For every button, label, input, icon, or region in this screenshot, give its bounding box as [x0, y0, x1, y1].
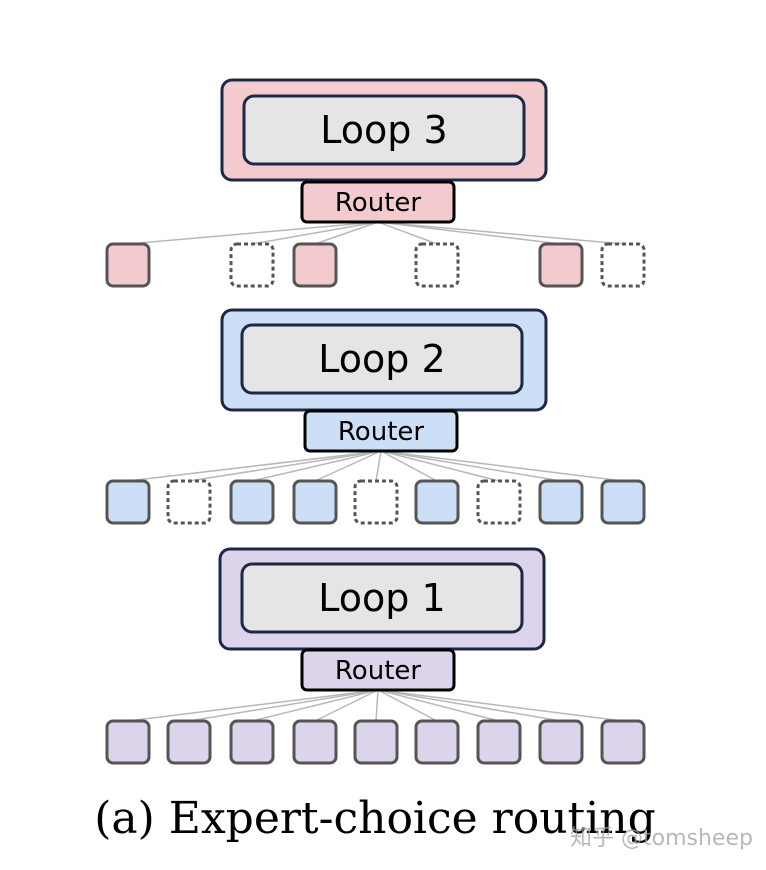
- loop3-link-line: [377, 221, 624, 245]
- loop2-token-selected: [414, 479, 460, 525]
- loop1-token-selected: [105, 719, 151, 765]
- loop1-link-line: [251, 689, 379, 722]
- loop1-token-selected: [600, 719, 646, 765]
- loop1-link-line: [377, 689, 624, 722]
- loop2-link-line: [380, 450, 624, 482]
- loop1-router-box: [300, 648, 456, 692]
- figure-caption: (a) Expert-choice routing: [0, 793, 766, 844]
- loop2-token-selected: [600, 479, 646, 525]
- loop2-link-line: [380, 450, 438, 482]
- loop2-token-selected: [292, 479, 338, 525]
- loop2-token-skipped: [166, 479, 212, 525]
- loop3-router-box: [300, 180, 456, 224]
- loop1-token-selected: [166, 719, 212, 765]
- loop1-token-selected: [476, 719, 522, 765]
- loop2-token-skipped: [353, 479, 399, 525]
- loop1-inner-box: [240, 562, 524, 634]
- loop3-link-line: [377, 221, 438, 245]
- loop1-link-line: [188, 689, 379, 722]
- loop1-token-selected: [538, 719, 584, 765]
- loop3-token-skipped: [600, 242, 646, 288]
- loop2-link-line: [251, 450, 382, 482]
- loop2-link-line: [188, 450, 382, 482]
- loop1-token-selected: [414, 719, 460, 765]
- loop3-link-line: [314, 221, 379, 245]
- loop2-link-line: [314, 450, 382, 482]
- loop2-router-box: [303, 409, 459, 453]
- loop2-token-selected: [538, 479, 584, 525]
- loop1-token-selected: [353, 719, 399, 765]
- loop3-token-skipped: [229, 242, 275, 288]
- loop3-link-line: [127, 221, 379, 245]
- loop1-router-label: Router: [335, 656, 421, 686]
- loop3-token-selected: [292, 242, 338, 288]
- loop1-link-line: [377, 689, 438, 722]
- loop3-link-line: [377, 221, 562, 245]
- loop3-link-line: [251, 221, 379, 245]
- loop1-link-line: [127, 689, 379, 722]
- loop3-token-skipped: [414, 242, 460, 288]
- loop1-token-selected: [292, 719, 338, 765]
- loop1-label: Loop 1: [318, 576, 445, 620]
- loop2-label: Loop 2: [318, 337, 445, 381]
- loop3-token-selected: [105, 242, 151, 288]
- loop2-router-label: Router: [338, 417, 424, 447]
- loop2-inner-box: [240, 323, 524, 395]
- loop2-token-selected: [105, 479, 151, 525]
- loop2-link-line: [375, 450, 382, 482]
- loop3-router-label: Router: [335, 188, 421, 218]
- loop3-label: Loop 3: [320, 108, 447, 152]
- loop2-token-selected: [229, 479, 275, 525]
- watermark-text: 知乎 @tomsheep: [570, 826, 753, 851]
- loop2-link-line: [380, 450, 500, 482]
- loop1-link-line: [314, 689, 379, 722]
- loop2-link-line: [380, 450, 562, 482]
- loop2-link-line: [127, 450, 382, 482]
- loop1-link-line: [377, 689, 500, 722]
- loop1-token-selected: [229, 719, 275, 765]
- loop3-inner-box: [242, 94, 526, 166]
- loop3-token-selected: [538, 242, 584, 288]
- loop2-token-skipped: [476, 479, 522, 525]
- loop1-link-line: [377, 689, 562, 722]
- loop1-link-line: [375, 689, 379, 722]
- caption-text: (a) Expert-choice routing: [94, 793, 656, 844]
